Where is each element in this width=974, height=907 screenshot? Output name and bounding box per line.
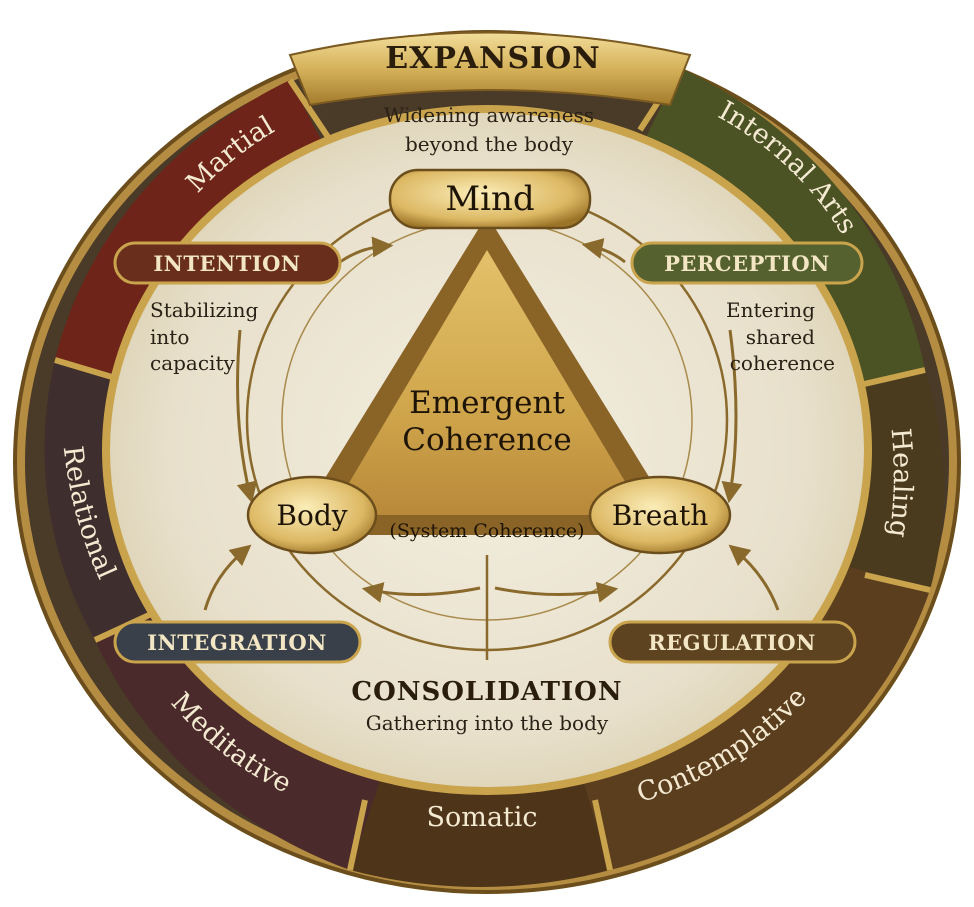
left-desc-line2: into xyxy=(150,325,189,349)
right-desc-line3: coherence xyxy=(730,351,835,375)
triangle-fill xyxy=(330,250,645,515)
right-desc-line1: Entering xyxy=(726,298,815,322)
mind-label: Mind xyxy=(445,179,534,219)
system-coherence-label: (System Coherence) xyxy=(389,520,584,542)
body-label: Body xyxy=(276,499,347,532)
expansion-desc-line2: beyond the body xyxy=(405,132,574,156)
breath-node xyxy=(588,475,732,555)
expansion-desc-line1: Widening awareness xyxy=(384,103,594,127)
expansion-title: EXPANSION xyxy=(385,41,600,76)
body-node xyxy=(246,475,378,555)
intention-label: INTENTION xyxy=(153,251,300,276)
left-desc-line1: Stabilizing xyxy=(150,298,258,322)
somatic-label: Somatic xyxy=(426,802,537,833)
intention-pill xyxy=(113,241,342,285)
consolidation-title: CONSOLIDATION xyxy=(351,677,622,707)
left-desc-line3: capacity xyxy=(150,351,235,375)
expansion-banner xyxy=(288,31,692,107)
mind-node xyxy=(388,168,592,230)
regulation-pill xyxy=(608,620,857,664)
breath-label: Breath xyxy=(612,499,709,532)
flow-arrows xyxy=(203,236,780,611)
perception-label: PERCEPTION xyxy=(664,251,830,276)
perception-pill xyxy=(630,241,864,285)
center-line1: Emergent xyxy=(409,385,565,421)
consolidation-subtitle: Gathering into the body xyxy=(366,711,609,735)
center-line2: Coherence xyxy=(402,422,572,458)
integration-label: INTEGRATION xyxy=(147,630,327,655)
integration-pill xyxy=(113,620,362,664)
healing-label: Healing xyxy=(882,427,917,539)
regulation-label: REGULATION xyxy=(648,630,816,655)
right-desc-line2: shared xyxy=(746,325,815,349)
